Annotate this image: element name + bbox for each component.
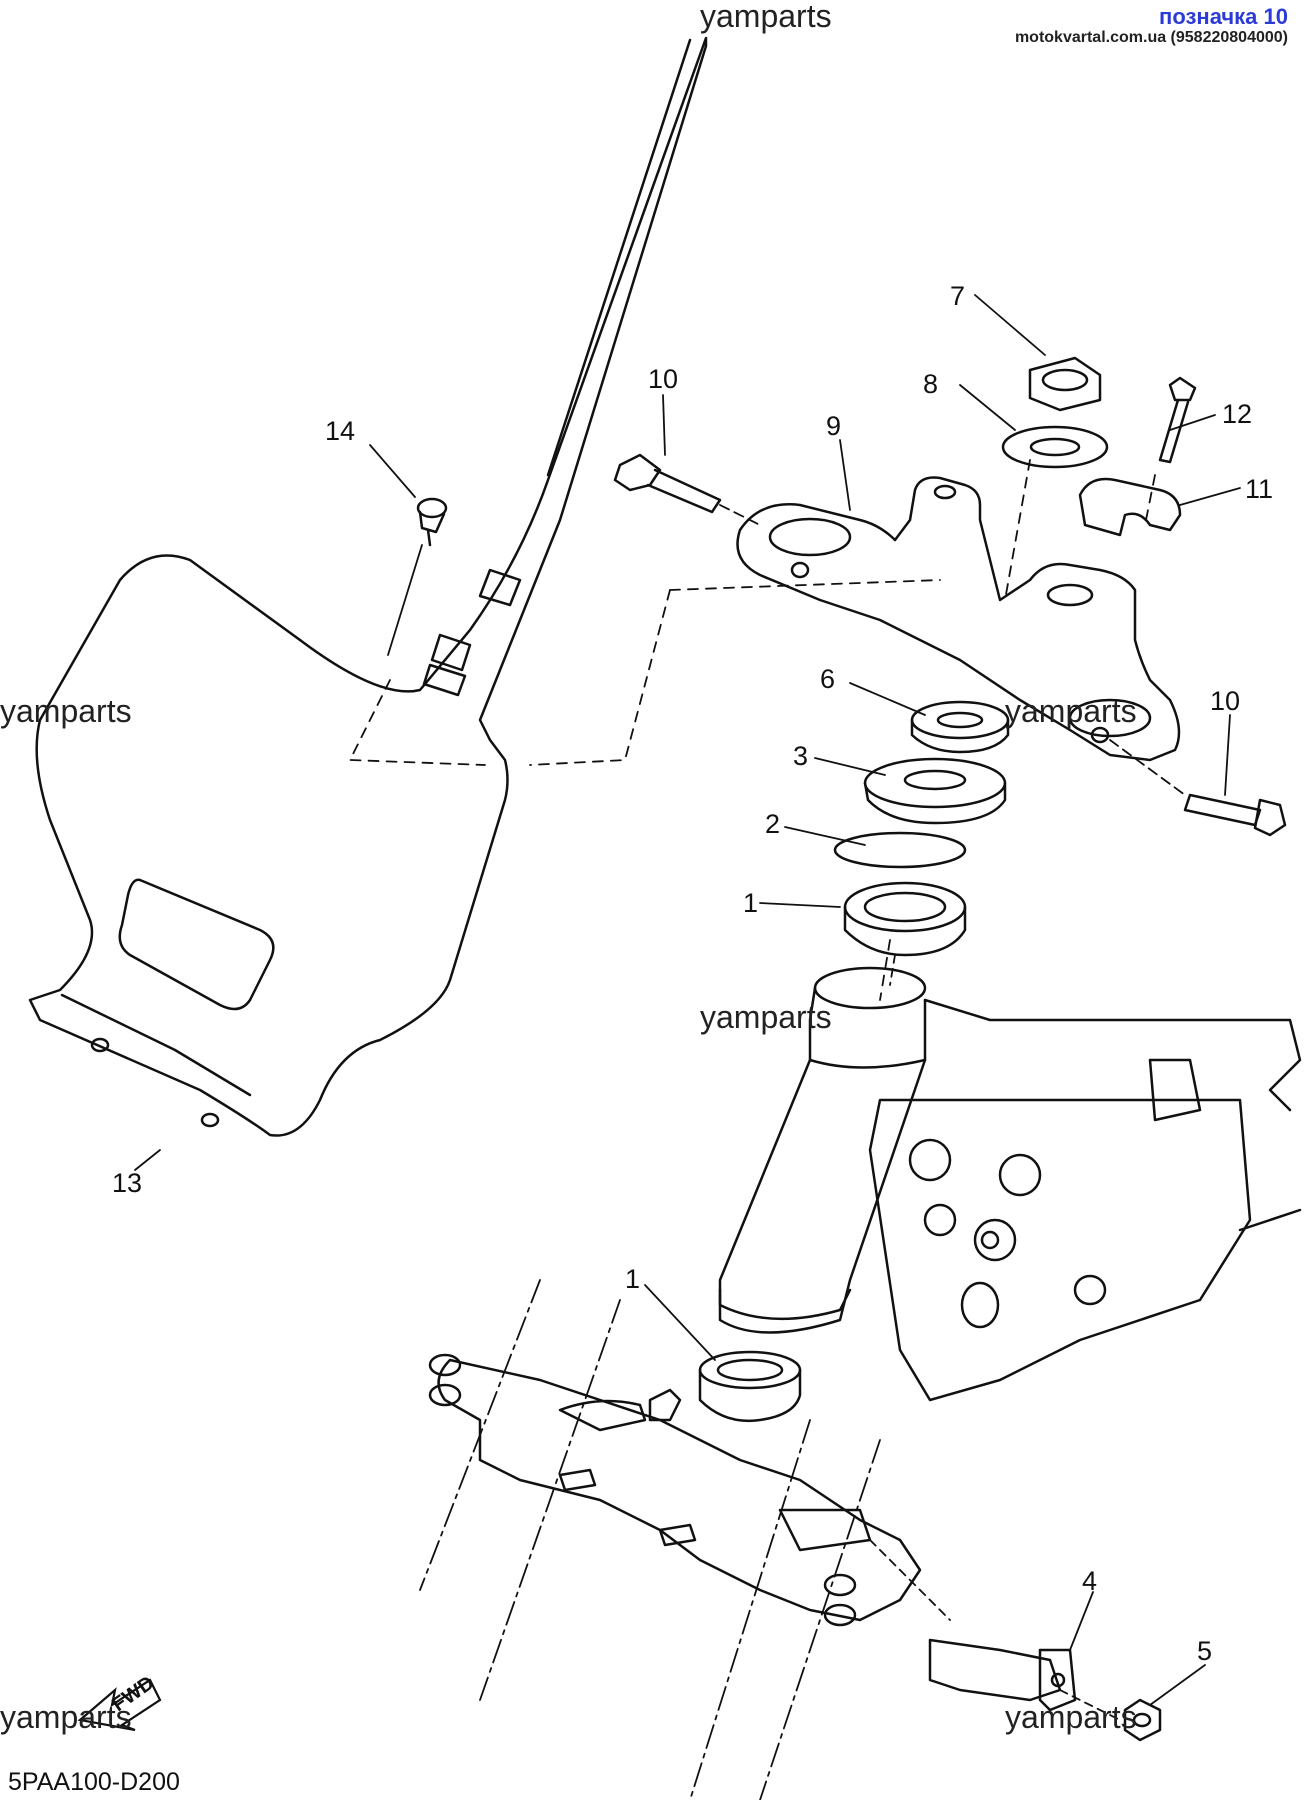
upper-bracket-part: [736, 476, 1181, 762]
leader-line: [387, 544, 423, 656]
callout-8: 8: [923, 369, 938, 399]
watermark-bottom-right: yamparts: [1005, 1699, 1137, 1735]
callout-14: 14: [325, 416, 355, 446]
watermark-right: yamparts: [1005, 693, 1137, 729]
under-bracket-part: [428, 1353, 922, 1627]
callout-3: 3: [793, 741, 808, 771]
callout-9: 9: [826, 411, 841, 441]
nut-part: [1028, 356, 1102, 412]
bolt-part: [1123, 1698, 1162, 1742]
bolt-part: [613, 453, 722, 514]
bolt-part: [1158, 376, 1197, 464]
header: позначка 10 motokvartal.com.ua (95822080…: [1015, 4, 1288, 48]
callout-2: 2: [765, 809, 780, 839]
cable-guide-part: [928, 1638, 1077, 1712]
washer-part: [833, 831, 967, 869]
screw-part: [416, 497, 448, 547]
watermark-center: yamparts: [700, 999, 832, 1035]
clamp-part: [1078, 477, 1182, 537]
watermark-left: yamparts: [0, 693, 132, 729]
callout-13: 13: [112, 1168, 142, 1198]
diagram-code: 5PAA100-D200: [8, 1768, 180, 1796]
bolt-part: [1183, 793, 1287, 837]
callout-7: 7: [950, 281, 965, 311]
callout-5: 5: [1197, 1636, 1212, 1666]
callout-1-upper: 1: [743, 888, 758, 918]
frame-part: [718, 966, 1302, 1402]
number-plate-part: [28, 36, 708, 1137]
source-line: motokvartal.com.ua (958220804000): [1014, 29, 1288, 47]
watermark-top: yamparts: [700, 0, 832, 34]
callout-6: 6: [820, 664, 835, 694]
ring-nut-part: [910, 700, 1010, 754]
dashed-guides: [349, 459, 1156, 1001]
fork-tube-lines: [419, 1279, 881, 1800]
callout-10-upper: 10: [648, 364, 678, 394]
callout-leaders: [134, 294, 1241, 1706]
washer-part: [1001, 425, 1109, 469]
callout-10-lower: 10: [1210, 686, 1240, 716]
cover-part: [863, 757, 1007, 825]
bearing-part: [843, 881, 967, 957]
watermark-bottom-left: yamparts: [0, 1699, 132, 1735]
callout-11: 11: [1245, 474, 1273, 504]
callout-12: 12: [1222, 399, 1252, 429]
callout-1-lower: 1: [625, 1264, 640, 1294]
bearing-part: [698, 1350, 802, 1422]
callout-4: 4: [1082, 1566, 1097, 1596]
page-title: позначка 10: [1159, 4, 1288, 29]
forward-arrow-icon: [77, 1678, 162, 1732]
